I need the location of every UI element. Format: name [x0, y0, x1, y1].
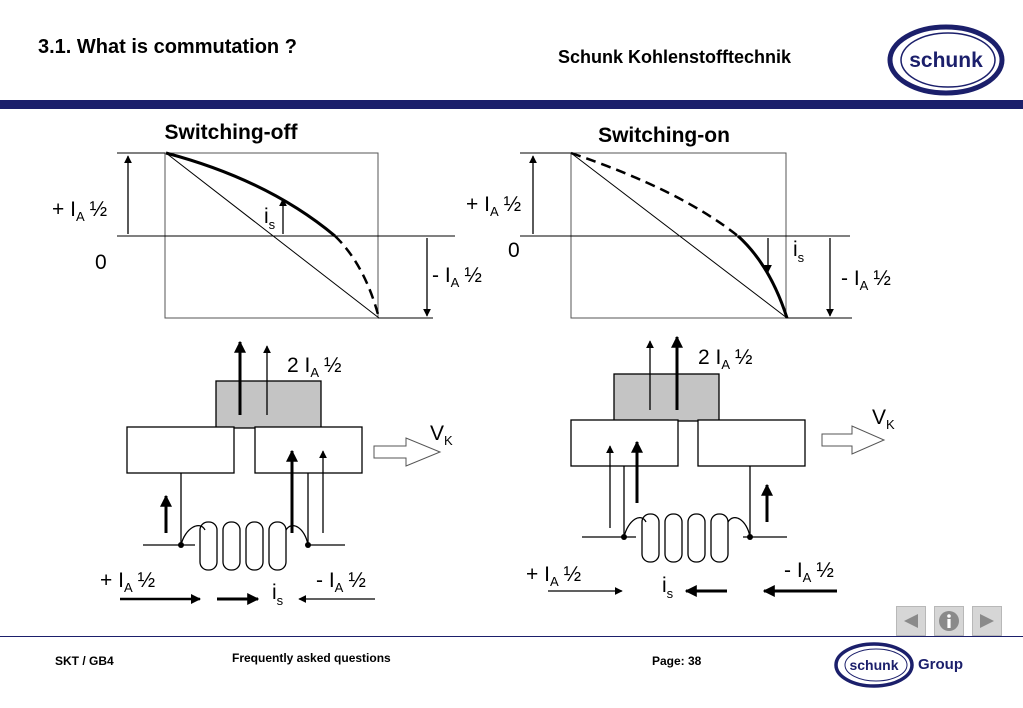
switching-off-graph	[117, 151, 455, 319]
info-button[interactable]	[934, 606, 964, 636]
right-circuit	[548, 335, 886, 597]
commutator-segment-left-1	[126, 426, 235, 474]
label-zero-right: 0	[508, 239, 520, 262]
commutator-segment-right-2	[697, 419, 806, 467]
previous-slide-button[interactable]	[896, 606, 926, 636]
info-icon	[939, 611, 959, 631]
brush-left	[215, 380, 322, 429]
commutator-segment-left-2	[254, 426, 363, 474]
label-is-right-graph: is	[793, 238, 805, 265]
page-number: Page: 38	[652, 654, 702, 668]
company-name: Schunk Kohlenstofftechnik	[558, 47, 792, 67]
triangle-left-icon	[904, 614, 918, 628]
footer-section: Frequently asked questions	[232, 651, 391, 665]
schunk-logo: schunk	[887, 24, 1005, 96]
header-bar	[0, 100, 1023, 109]
triangle-right-icon	[980, 614, 994, 628]
schunk-group-logo: schunk	[834, 642, 914, 688]
group-label: Group	[918, 656, 963, 673]
next-slide-button[interactable]	[972, 606, 1002, 636]
footer-department: SKT / GB4	[55, 654, 114, 668]
page-title: 3.1. What is commutation ?	[38, 36, 297, 58]
label-is-left-graph: is	[264, 205, 276, 232]
commutator-segment-right-1	[570, 419, 679, 467]
left-circuit	[120, 340, 442, 605]
label-vk-left: VK	[430, 422, 453, 448]
logo-wordmark: schunk	[909, 49, 983, 72]
label-vk-right: VK	[872, 406, 895, 432]
label-is-right-circuit: is	[662, 574, 674, 601]
brush-right	[613, 373, 720, 422]
label-is-left-circuit: is	[272, 581, 284, 608]
group-logo-wordmark: schunk	[849, 657, 898, 673]
switching-off-title: Switching-off	[165, 121, 299, 144]
switching-on-graph	[520, 151, 852, 319]
switching-on-title: Switching-on	[598, 124, 730, 147]
footer-divider	[0, 636, 1023, 637]
label-zero-left: 0	[95, 251, 107, 274]
